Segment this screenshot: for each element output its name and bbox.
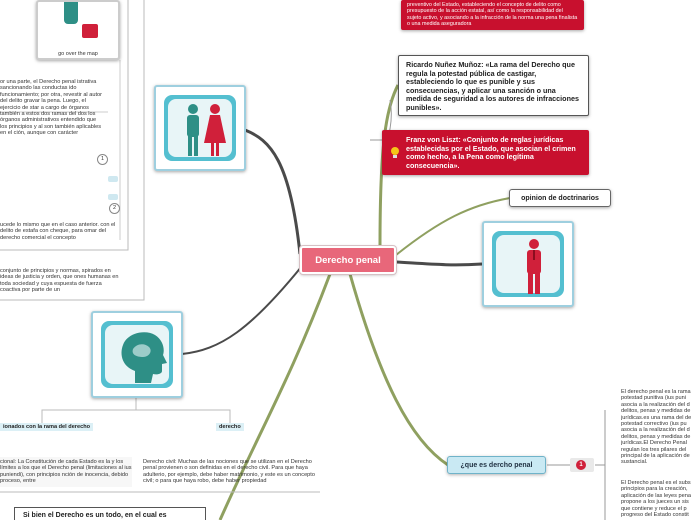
comercial-note: ucede lo mismo que en el caso anterior. … (0, 222, 116, 241)
businessman-icon (527, 239, 541, 294)
todo-box[interactable]: Si bien el Derecho es un todo, en el cua… (14, 507, 206, 520)
branch-top-left (244, 128, 302, 255)
que-es-derecho-penal-node[interactable]: ¿que es dercho penal (447, 456, 546, 474)
central-topic[interactable]: Derecho penal (300, 246, 396, 274)
derecho-label[interactable]: derecho (216, 423, 244, 431)
civil-note: Derecho civil: Muchas de las nociones qu… (143, 459, 315, 485)
definition-text-2: El Derecho penal es el subs principios p… (621, 480, 691, 519)
liszt-definition-card[interactable]: Franz von Liszt: «Conjunto de reglas jur… (382, 130, 589, 175)
couple-icon (187, 104, 226, 156)
couple-image-card[interactable] (154, 85, 246, 171)
branch-bottom-left (218, 273, 332, 520)
male-figure-icon (187, 104, 199, 156)
head-profile-icon (121, 332, 167, 383)
small-node-a[interactable] (108, 176, 118, 182)
definition-text-1: El derecho penal es la rama potestad pun… (621, 389, 692, 465)
opinion-doctrinarios-node[interactable]: opinion de doctrinarios (509, 189, 611, 207)
note-number-badge: 1 (576, 460, 586, 470)
nunez-definition-card[interactable]: Ricardo Nuñez Muñoz: «La rama del Derech… (398, 55, 589, 116)
note-badge-2[interactable]: 2 (109, 203, 120, 214)
map-caption: go over the map (58, 51, 98, 57)
businessman-image-card[interactable] (482, 221, 574, 307)
liszt-text: Franz von Liszt: «Conjunto de reglas jur… (406, 135, 576, 170)
female-figure-icon (204, 104, 226, 156)
branch-right-bottom (348, 273, 449, 467)
map-image-card[interactable]: go over the map (36, 0, 120, 60)
note-marker[interactable]: 1 (570, 458, 594, 472)
lightbulb-icon (391, 147, 399, 155)
red-definition-snippet[interactable]: preventivo del Estado, estableciendo el … (401, 0, 584, 30)
small-node-b[interactable] (108, 194, 118, 200)
lightbulb-base (393, 155, 397, 158)
conjunto-note: conjunto de principios y normas, spirado… (0, 268, 119, 294)
head-image-card[interactable] (91, 311, 183, 398)
branch-right-man (395, 260, 483, 267)
branch-left-head (181, 265, 303, 355)
relacionados-label[interactable]: ionados con la rama del derecho (0, 423, 94, 431)
note-badge-1[interactable]: 1 (97, 154, 108, 165)
admin-note: or una parte, el Derecho penal istrativa… (0, 79, 102, 137)
briefcase-icon (82, 24, 98, 38)
branch-right-opinion (395, 197, 511, 256)
constitucional-note: cional: La Constitución de cada Estado e… (0, 457, 132, 487)
figure-legs-icon (64, 2, 78, 24)
